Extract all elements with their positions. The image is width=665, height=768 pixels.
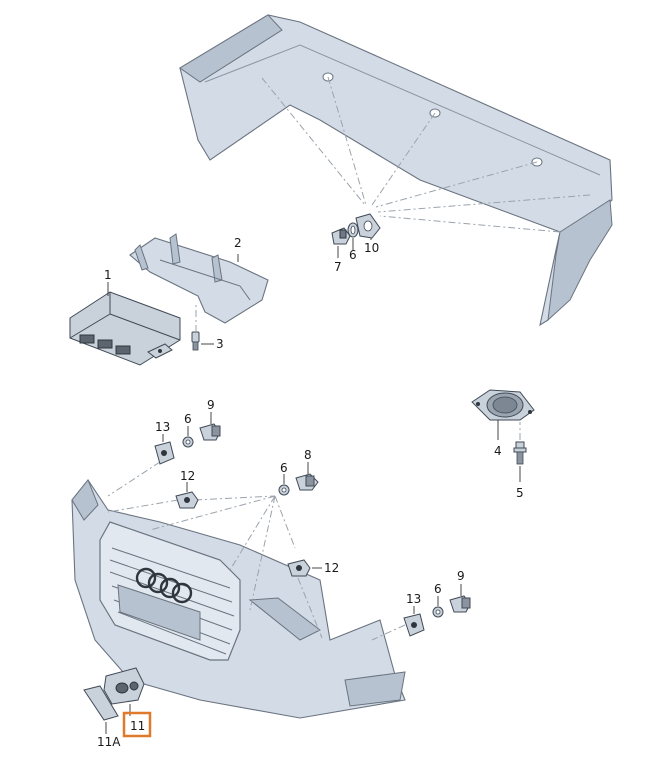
callout-8[interactable]: 8: [304, 448, 312, 462]
cover-part-11a[interactable]: [83, 685, 119, 721]
audi-rings-logo: [135, 567, 193, 604]
front-left-ring-part-6[interactable]: [182, 436, 194, 448]
callout-12-lower[interactable]: 12: [324, 561, 339, 575]
rear-sensor-part-7[interactable]: [331, 227, 351, 245]
speaker-part-4[interactable]: [471, 389, 535, 421]
front-right-holder-part-13[interactable]: [403, 613, 425, 637]
rear-sensor-lines: [261, 76, 591, 233]
callout-6-front-right[interactable]: 6: [434, 582, 442, 596]
bolt-part-3[interactable]: [191, 331, 200, 351]
bolt-part-5[interactable]: [513, 441, 527, 465]
callout-7[interactable]: 7: [334, 260, 342, 274]
front-mid-ring-part-6[interactable]: [278, 484, 290, 496]
front-sensor-part-8[interactable]: [295, 473, 319, 491]
callout-13-left[interactable]: 13: [155, 420, 170, 434]
holder-part-12-upper[interactable]: [175, 491, 199, 509]
front-left-holder-part-13[interactable]: [154, 441, 175, 465]
callout-5[interactable]: 5: [516, 486, 524, 500]
callout-9-right[interactable]: 9: [457, 569, 465, 583]
callout-6-front-left[interactable]: 6: [184, 412, 192, 426]
rear-bumper[interactable]: [179, 14, 613, 327]
camera-housing-part-11[interactable]: [103, 667, 145, 705]
callout-6-front-mid[interactable]: 6: [280, 461, 288, 475]
front-left-sensor-part-9[interactable]: [199, 423, 221, 441]
callout-13-right[interactable]: 13: [406, 592, 421, 606]
callout-10[interactable]: 10: [364, 241, 379, 255]
bracket-part-2[interactable]: [129, 233, 269, 324]
front-right-ring-part-6[interactable]: [432, 606, 444, 618]
callout-11a[interactable]: 11A: [97, 735, 121, 749]
callout-9-left[interactable]: 9: [207, 398, 215, 412]
front-grille[interactable]: [99, 521, 241, 661]
front-right-sensor-part-9[interactable]: [449, 595, 471, 613]
rear-holder-part-10[interactable]: [355, 213, 381, 239]
front-sensor-lines: [107, 461, 406, 641]
callout-4[interactable]: 4: [494, 444, 502, 458]
callout-2[interactable]: 2: [234, 236, 242, 250]
callout-11-highlight: [122, 711, 152, 738]
callout-6-rear[interactable]: 6: [349, 248, 357, 262]
callout-1[interactable]: 1: [104, 268, 112, 282]
callout-3[interactable]: 3: [216, 337, 224, 351]
callout-12-upper[interactable]: 12: [180, 469, 195, 483]
callout-11[interactable]: 11: [130, 719, 145, 733]
rear-ring-part-6[interactable]: [347, 222, 359, 238]
holder-part-12-lower[interactable]: [287, 559, 311, 577]
control-unit-part-1[interactable]: [69, 291, 181, 366]
